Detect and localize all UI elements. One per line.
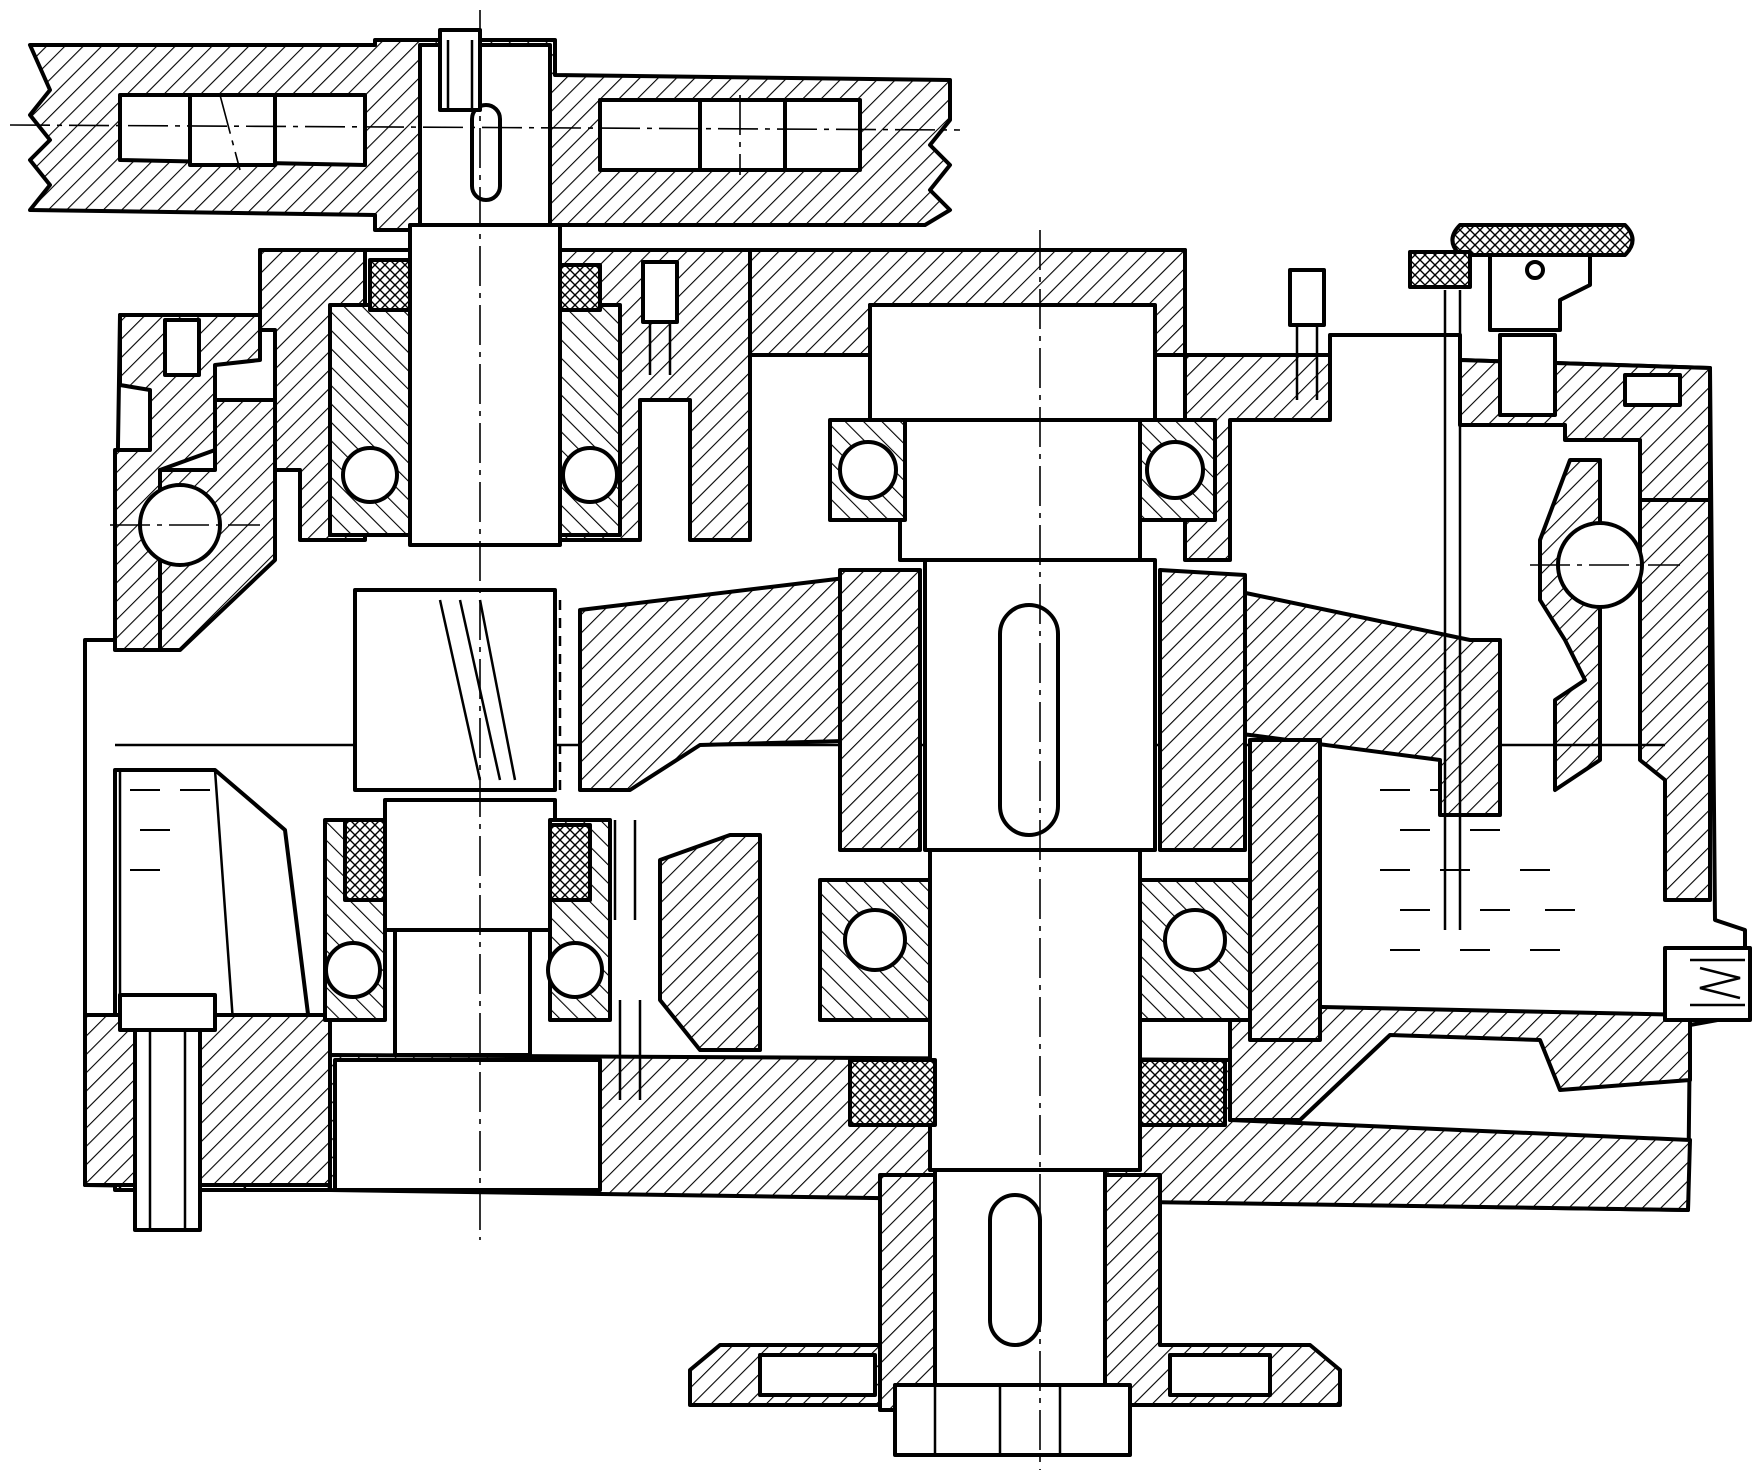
- foot-bolt: [118, 993, 217, 1232]
- oil-filler-breather: [1408, 223, 1635, 930]
- v-belt-pulley: [28, 28, 952, 232]
- large-gear: [578, 568, 1502, 1052]
- input-lower-bearing: [323, 818, 612, 1192]
- cover-screws: [163, 260, 1682, 1100]
- center-lines: [9, 10, 1680, 1470]
- input-upper-bearing: [328, 258, 622, 537]
- output-lower-bearing: [818, 878, 1252, 1127]
- output-coupling: [688, 1173, 1342, 1457]
- output-upper-bearing: [828, 303, 1217, 522]
- input-shaft: [353, 223, 562, 1057]
